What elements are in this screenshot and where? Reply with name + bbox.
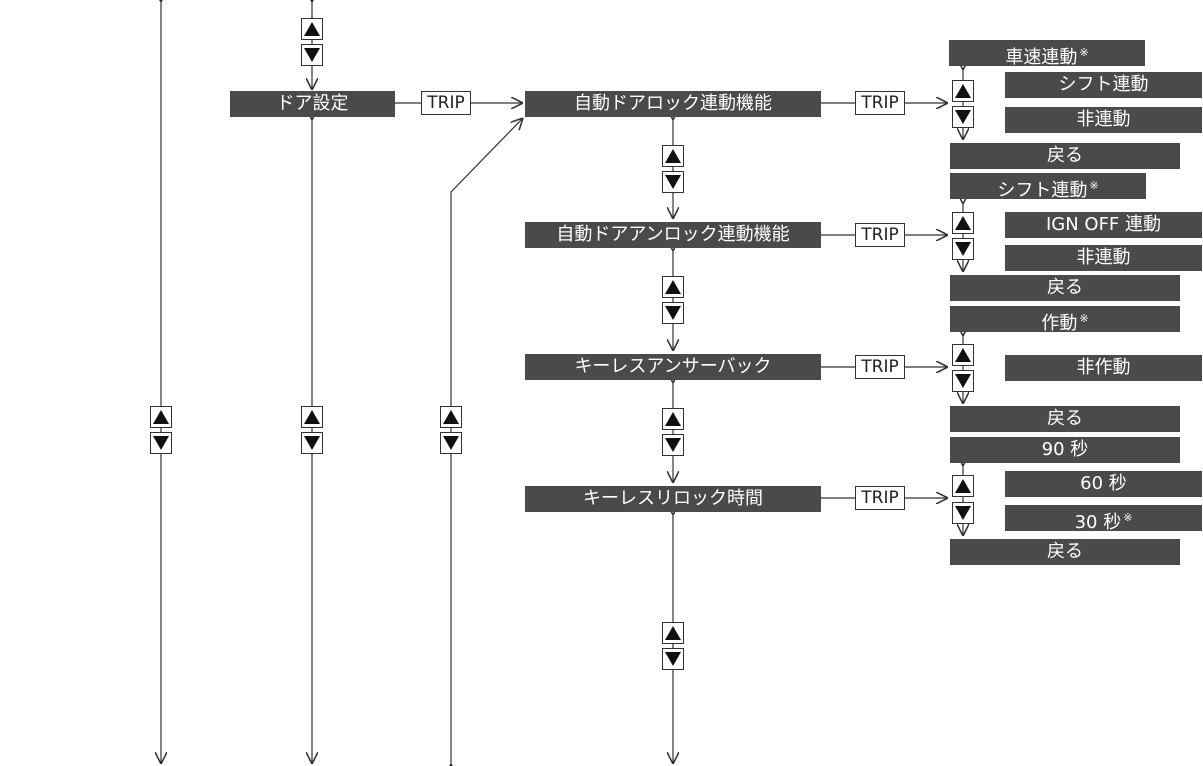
option-ign-off-linked[interactable]: IGN OFF 連動 <box>1005 212 1202 238</box>
scroll-down-button[interactable] <box>301 44 323 66</box>
option-active[interactable]: 作動※ <box>950 306 1180 334</box>
trip-button[interactable]: TRIP <box>855 223 905 247</box>
scroll-up-button[interactable] <box>662 145 684 167</box>
down-triangle-icon <box>665 306 681 320</box>
scroll-up-button[interactable] <box>301 406 323 428</box>
option-label: 作動 <box>1041 313 1078 334</box>
down-triangle-icon <box>955 374 971 388</box>
up-triangle-icon <box>304 22 320 36</box>
scroll-up-button[interactable] <box>662 408 684 430</box>
scroll-up-button[interactable] <box>301 18 323 40</box>
option-back[interactable]: 戻る <box>950 406 1180 432</box>
up-triangle-icon <box>665 149 681 163</box>
scroll-down-button[interactable] <box>440 432 462 454</box>
scroll-down-button[interactable] <box>662 302 684 324</box>
down-triangle-icon <box>955 506 971 520</box>
up-triangle-icon <box>443 410 459 424</box>
option-back[interactable]: 戻る <box>950 539 1180 565</box>
up-triangle-icon <box>665 626 681 640</box>
scroll-up-button[interactable] <box>952 212 974 234</box>
option-not-linked[interactable]: 非連動 <box>1005 245 1202 271</box>
option-label: シフト連動 <box>997 180 1088 201</box>
trip-button[interactable]: TRIP <box>421 91 471 115</box>
default-mark: ※ <box>1079 46 1089 59</box>
option-label: 車速連動 <box>1005 47 1078 68</box>
scroll-up-button[interactable] <box>662 276 684 298</box>
option-label: 30 秒 <box>1074 512 1122 533</box>
up-triangle-icon <box>955 479 971 493</box>
option-shift-linked[interactable]: シフト連動 <box>1005 72 1202 98</box>
scroll-down-button[interactable] <box>952 502 974 524</box>
scroll-up-button[interactable] <box>662 622 684 644</box>
option-vehicle-speed[interactable]: 車速連動※ <box>949 40 1145 68</box>
menu-keyless-relock-time[interactable]: キーレスリロック時間 <box>525 486 821 512</box>
up-triangle-icon <box>665 280 681 294</box>
up-triangle-icon <box>955 348 971 362</box>
scroll-up-button[interactable] <box>952 80 974 102</box>
menu-keyless-answerback[interactable]: キーレスアンサーバック <box>525 354 821 380</box>
up-triangle-icon <box>955 216 971 230</box>
option-back[interactable]: 戻る <box>950 143 1180 169</box>
menu-door-settings[interactable]: ドア設定 <box>230 91 395 117</box>
down-triangle-icon <box>955 242 971 256</box>
menu-auto-door-lock[interactable]: 自動ドアロック連動機能 <box>525 91 821 117</box>
menu-auto-door-unlock[interactable]: 自動ドアアンロック連動機能 <box>525 222 821 248</box>
up-triangle-icon <box>304 410 320 424</box>
scroll-up-button[interactable] <box>150 406 172 428</box>
option-90-seconds[interactable]: 90 秒 <box>950 437 1180 463</box>
down-triangle-icon <box>665 652 681 666</box>
scroll-down-button[interactable] <box>952 106 974 128</box>
scroll-down-button[interactable] <box>150 432 172 454</box>
up-triangle-icon <box>955 84 971 98</box>
scroll-down-button[interactable] <box>301 432 323 454</box>
scroll-down-button[interactable] <box>662 648 684 670</box>
down-triangle-icon <box>955 110 971 124</box>
option-inactive[interactable]: 非作動 <box>1005 355 1202 381</box>
down-triangle-icon <box>665 438 681 452</box>
scroll-down-button[interactable] <box>662 434 684 456</box>
trip-button[interactable]: TRIP <box>855 486 905 510</box>
up-triangle-icon <box>153 410 169 424</box>
option-60-seconds[interactable]: 60 秒 <box>1005 471 1202 497</box>
down-triangle-icon <box>443 436 459 450</box>
trip-button[interactable]: TRIP <box>855 91 905 115</box>
up-triangle-icon <box>665 412 681 426</box>
default-mark: ※ <box>1089 179 1099 192</box>
option-not-linked[interactable]: 非連動 <box>1005 107 1202 133</box>
down-triangle-icon <box>304 436 320 450</box>
default-mark: ※ <box>1079 312 1089 325</box>
option-back[interactable]: 戻る <box>950 275 1180 301</box>
scroll-down-button[interactable] <box>952 370 974 392</box>
down-triangle-icon <box>304 48 320 62</box>
down-triangle-icon <box>153 436 169 450</box>
scroll-down-button[interactable] <box>662 171 684 193</box>
scroll-down-button[interactable] <box>952 238 974 260</box>
default-mark: ※ <box>1123 511 1133 524</box>
option-30-seconds[interactable]: 30 秒※ <box>1005 505 1202 533</box>
option-shift-linked[interactable]: シフト連動※ <box>950 173 1146 201</box>
scroll-up-button[interactable] <box>952 344 974 366</box>
down-triangle-icon <box>665 175 681 189</box>
trip-button[interactable]: TRIP <box>855 355 905 379</box>
scroll-up-button[interactable] <box>952 475 974 497</box>
scroll-up-button[interactable] <box>440 406 462 428</box>
